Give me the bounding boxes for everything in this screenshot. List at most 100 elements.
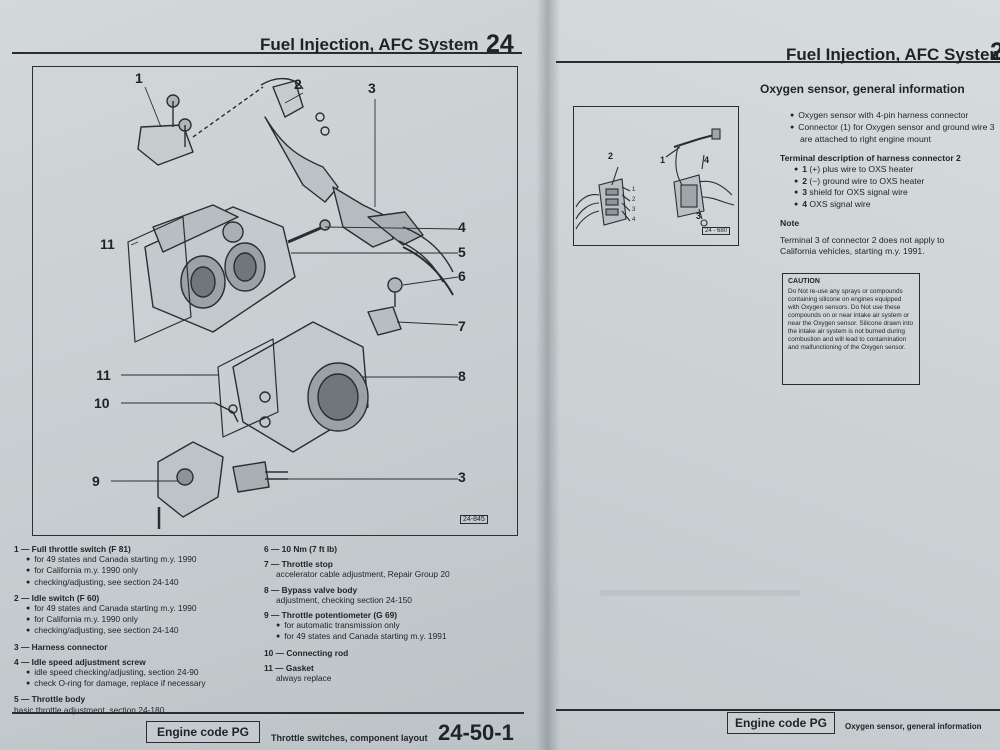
terminal-number: 4 — [802, 199, 808, 210]
fig-label-1: 1 — [660, 155, 666, 165]
terminal-number: 3 — [802, 187, 808, 198]
callout-7: 7 — [458, 318, 466, 334]
fig-label-4: 4 — [704, 155, 710, 165]
right-header-rule — [556, 61, 1000, 63]
fig-pin-2: 2 — [632, 197, 636, 203]
legend-item-1: 1 — Full throttle switch (F 81) for 49 s… — [14, 544, 254, 588]
legend-bullet: for 49 states and Canada starting m.y. 1… — [264, 631, 524, 642]
bleed-through-text — [600, 590, 800, 696]
note-heading: Note — [780, 218, 800, 228]
legend-head: 4 — Idle speed adjustment screw — [14, 656, 146, 667]
oxygen-sensor-bullets: Oxygen sensor with 4-pin harness connect… — [790, 110, 996, 144]
terminal-heading: Terminal description of harness connecto… — [780, 153, 961, 163]
callout-6: 6 — [458, 268, 466, 284]
legend-column-right: 6 — 10 Nm (7 ft lb) 7 — Throttle stop ac… — [264, 544, 524, 688]
right-footer-caption: Oxygen sensor, general information — [845, 722, 982, 731]
left-engine-code-box: Engine code PG — [146, 721, 260, 743]
caution-box: CAUTION Do Not re-use any sprays or comp… — [782, 273, 920, 385]
section-title: Oxygen sensor, general information — [760, 82, 965, 96]
note-text: Terminal 3 of connector 2 does not apply… — [780, 234, 945, 256]
callout-9: 9 — [92, 473, 100, 489]
terminal-item: 1 (+) plus wire to OXS heater — [780, 164, 996, 176]
callout-5: 5 — [458, 244, 466, 260]
fig-label-2: 2 — [608, 151, 614, 161]
callout-10: 10 — [94, 395, 110, 411]
legend-plain: accelerator cable adjustment, Repair Gro… — [276, 569, 450, 580]
terminal-text: OXS signal wire — [809, 199, 871, 210]
left-page-number: 24-50-1 — [438, 720, 514, 745]
legend-bullet: for 49 states and Canada starting m.y. 1… — [14, 554, 254, 565]
terminal-text: (+) plus wire to OXS heater — [809, 163, 914, 174]
terminal-text: shield for OXS signal wire — [809, 187, 908, 198]
legend-plain: basic throttle adjustment, section 24-18… — [14, 704, 165, 715]
legend-head: 3 — Harness connector — [14, 641, 108, 652]
legend-item-9: 9 — Throttle potentiometer (G 69) for au… — [264, 610, 524, 643]
legend-bullet: for automatic transmission only — [264, 620, 524, 631]
callout-3-top: 3 — [368, 80, 376, 96]
legend-bullet: check O-ring for damage, replace if nece… — [14, 678, 254, 689]
left-header-number: 24 — [486, 30, 514, 58]
legend-item-7: 7 — Throttle stop accelerator cable adju… — [264, 559, 524, 579]
fig-label-3: 3 — [696, 211, 702, 221]
callout-11-lower: 11 — [96, 367, 111, 383]
legend-bullet: checking/adjusting, see section 24-140 — [14, 577, 254, 588]
legend-head: 6 — 10 Nm (7 ft lb) — [264, 544, 338, 554]
bullet-item: Oxygen sensor with 4-pin harness connect… — [790, 110, 996, 122]
note-block: Note Terminal 3 of connector 2 does not … — [780, 218, 970, 256]
legend-bullet: for California m.y. 1990 only — [14, 565, 254, 576]
bullet-item: Connector (1) for Oxygen sensor and grou… — [790, 122, 996, 145]
legend-plain: adjustment, checking section 24-150 — [276, 594, 412, 605]
legend-head: 1 — Full throttle switch (F 81) — [14, 544, 131, 554]
terminal-item: 2 (−) ground wire to OXS heater — [780, 176, 996, 188]
legend-item-11: 11 — Gasket always replace — [264, 663, 524, 683]
legend-item-3: 3 — Harness connector — [14, 642, 254, 652]
legend-item-2: 2 — Idle switch (F 60) for 49 states and… — [14, 593, 254, 637]
throttle-body-exploded-diagram — [32, 66, 518, 536]
terminal-description: Terminal description of harness connecto… — [780, 153, 996, 211]
terminal-number: 2 — [802, 175, 808, 186]
right-header-number: 2 — [990, 38, 1000, 66]
oxygen-sensor-connector-figure: 2 1 4 3 1 2 3 4 24 - 680 — [573, 106, 739, 246]
legend-bullet: for 49 states and Canada starting m.y. 1… — [14, 603, 254, 614]
connector-drawing — [575, 128, 735, 230]
legend-head: 5 — Throttle body — [14, 694, 86, 705]
legend-bullet: idle speed checking/adjusting, section 2… — [14, 667, 254, 678]
legend-head: 2 — Idle switch (F 60) — [14, 592, 100, 603]
legend-head: 10 — Connecting rod — [264, 647, 349, 658]
callout-2: 2 — [294, 76, 302, 92]
terminal-item: 3 shield for OXS signal wire — [780, 187, 996, 199]
legend-plain: always replace — [276, 673, 332, 684]
caution-title: CAUTION — [788, 278, 820, 285]
left-figure-id: 24-845 — [460, 515, 488, 524]
legend-item-8: 8 — Bypass valve body adjustment, checki… — [264, 585, 524, 605]
legend-head: 11 — Gasket — [264, 662, 314, 673]
right-footer-rule — [556, 709, 1000, 711]
legend-head: 8 — Bypass valve body — [264, 584, 358, 595]
right-figure-id: 24 - 680 — [702, 227, 731, 235]
right-header-title: Fuel Injection, AFC System — [786, 45, 1000, 64]
left-header-title: Fuel Injection, AFC System — [260, 35, 479, 54]
fig-pin-1: 1 — [632, 187, 636, 193]
terminal-item: 4 OXS signal wire — [780, 199, 996, 211]
callout-1: 1 — [135, 70, 143, 86]
exploded-view-drawing — [111, 78, 459, 529]
terminal-number: 1 — [802, 163, 808, 174]
left-header-rule — [12, 52, 522, 54]
legend-head: 7 — Throttle stop — [264, 559, 333, 570]
legend-item-5: 5 — Throttle body basic throttle adjustm… — [14, 694, 254, 714]
callout-11-upper: 11 — [100, 236, 115, 252]
legend-item-6: 6 — 10 Nm (7 ft lb) — [264, 544, 524, 554]
terminal-text: (−) ground wire to OXS heater — [809, 175, 925, 186]
callout-4: 4 — [458, 219, 466, 235]
legend-head: 9 — Throttle potentiometer (G 69) — [264, 610, 398, 621]
fig-pin-4: 4 — [632, 217, 636, 223]
callout-8: 8 — [458, 368, 466, 384]
legend-column-left: 1 — Full throttle switch (F 81) for 49 s… — [14, 544, 254, 720]
left-footer-caption: Throttle switches, component layout — [271, 733, 428, 743]
fig-pin-3: 3 — [632, 207, 636, 213]
caution-text: Do Not re-use any sprays or compounds co… — [788, 288, 914, 351]
legend-bullet: checking/adjusting, see section 24-140 — [14, 625, 254, 636]
book-gutter — [536, 0, 560, 750]
callout-3-bottom: 3 — [458, 469, 466, 485]
left-footer-rule — [12, 712, 524, 714]
